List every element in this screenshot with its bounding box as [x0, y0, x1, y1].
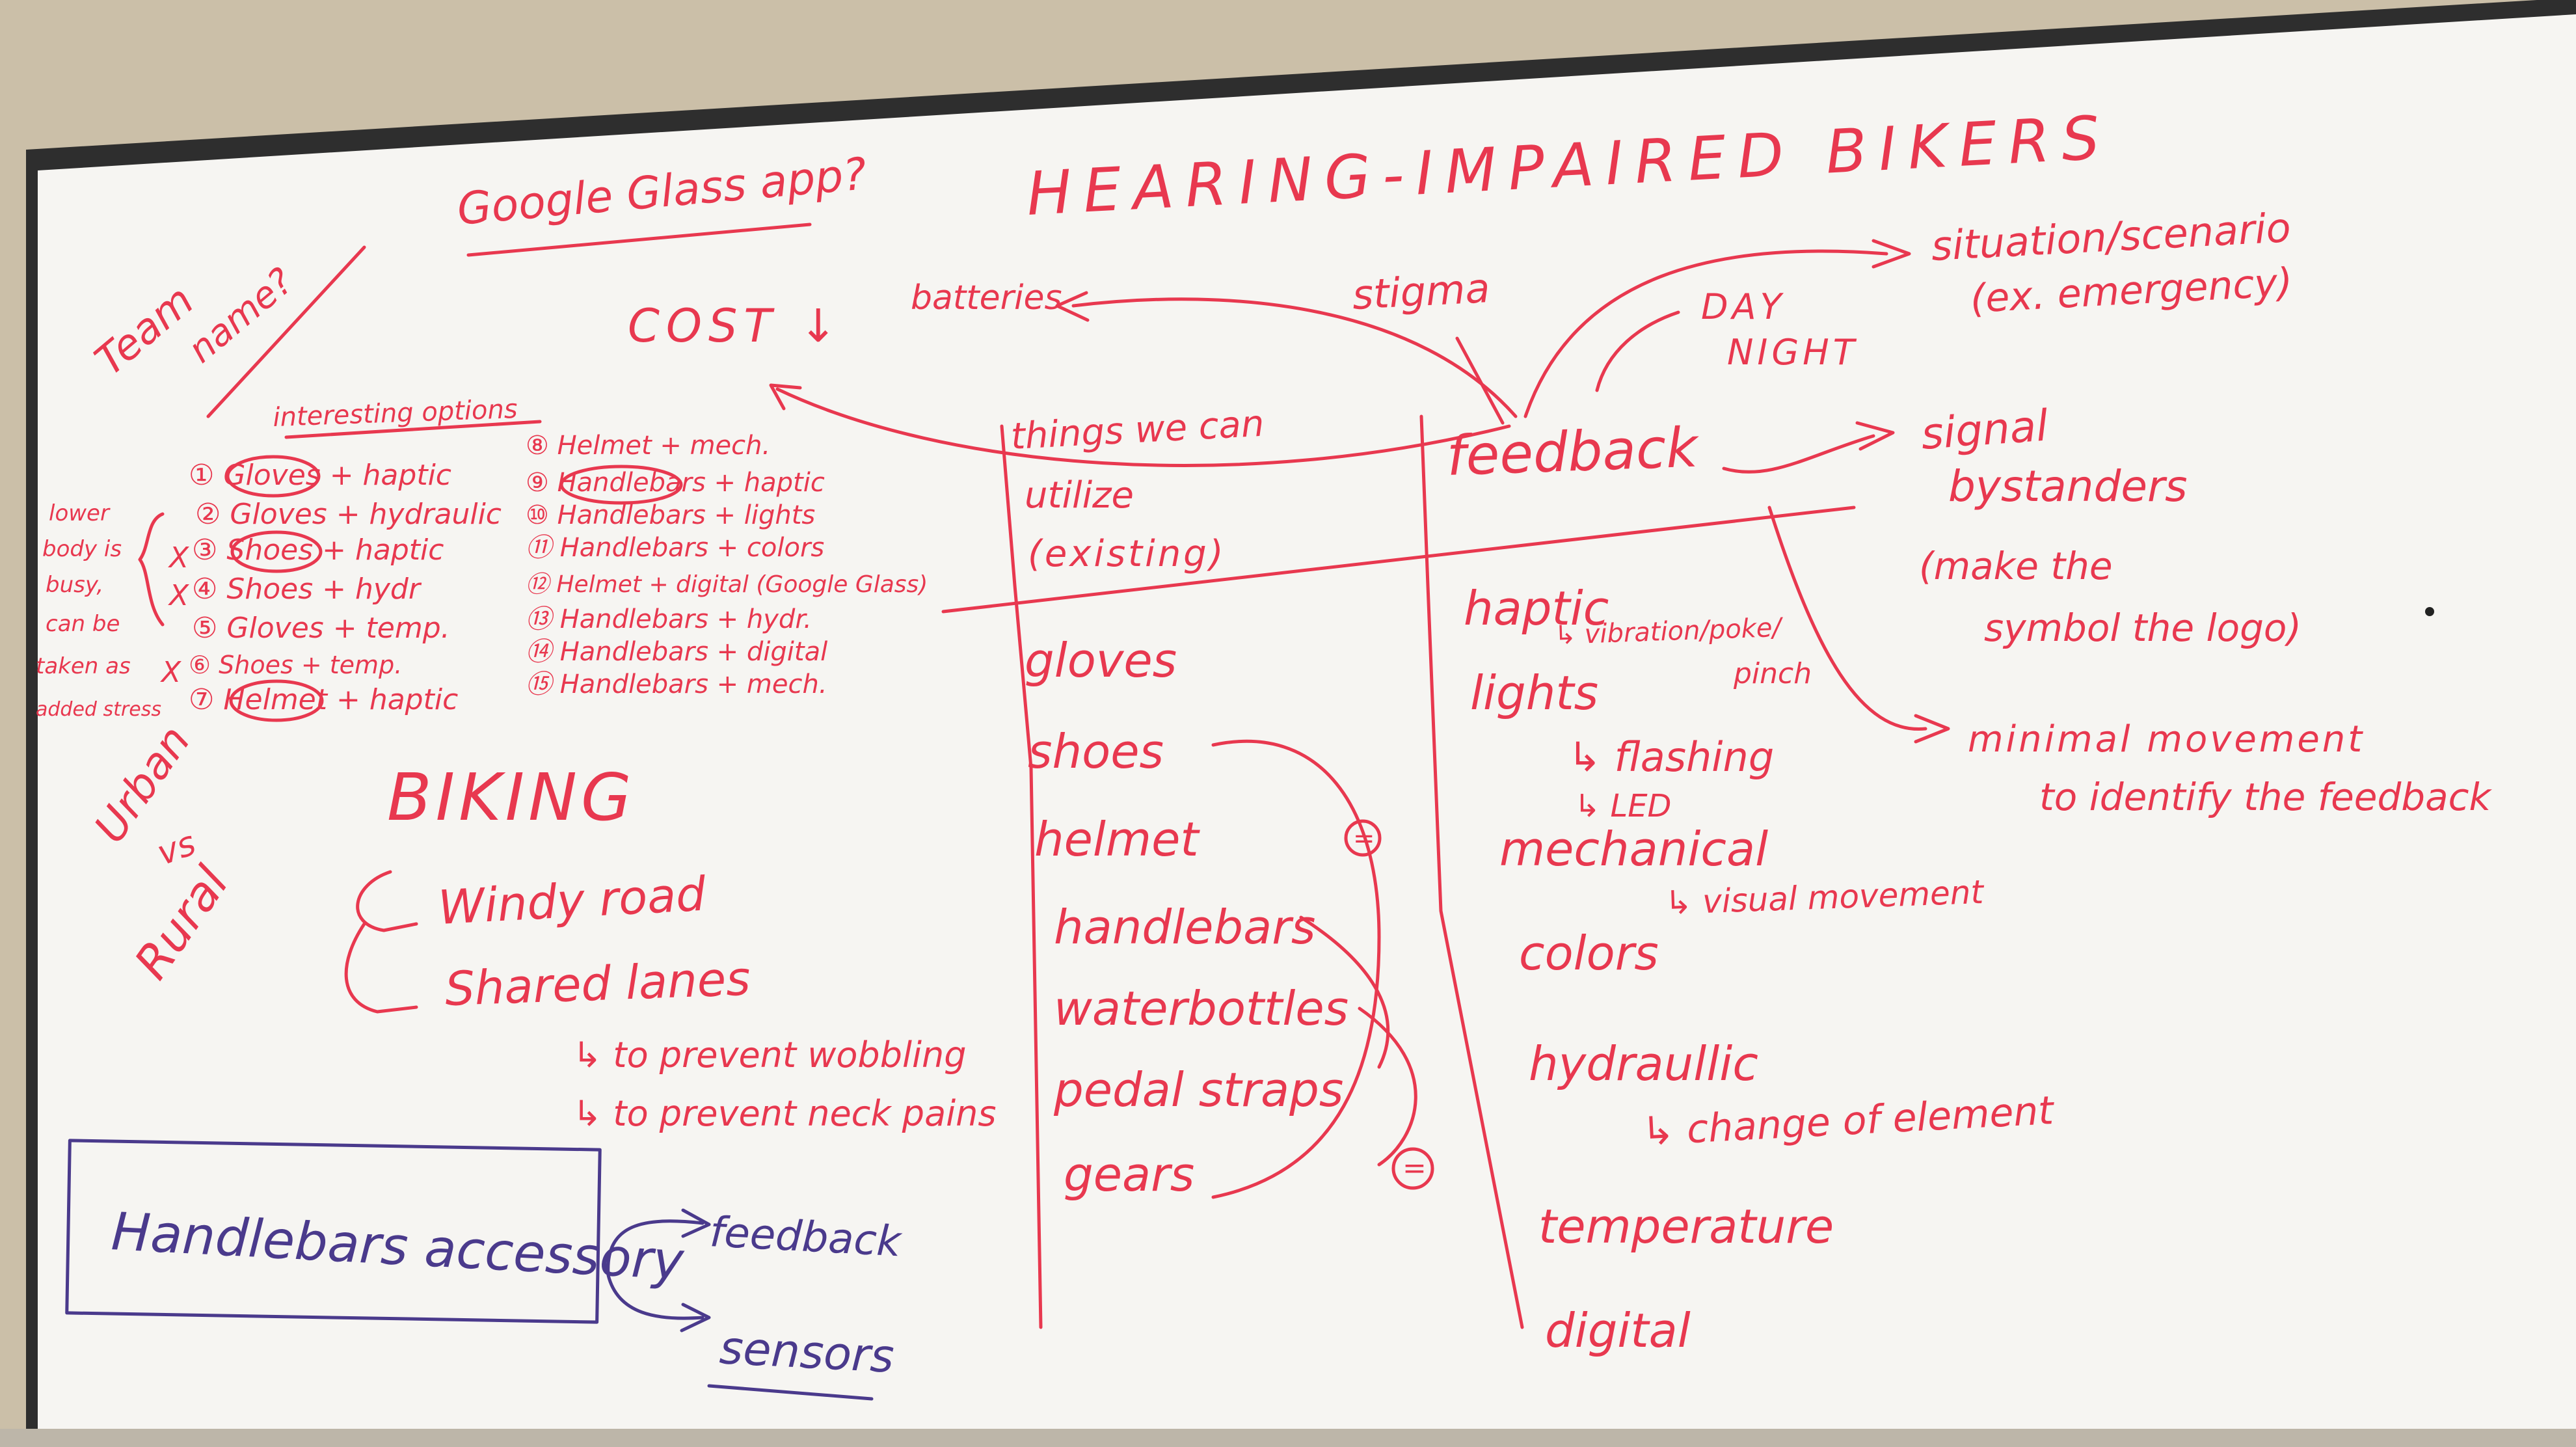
lower-body-line5: taken as — [36, 653, 131, 679]
x-mark-3: X — [160, 656, 181, 689]
option-4: ④ Shoes + hydr — [192, 573, 422, 606]
thing-pedal-straps: pedal straps — [1053, 1062, 1343, 1117]
things-list: gloves shoes helmet handlebars waterbott… — [1025, 633, 1348, 1202]
thing-handlebars: handlebars — [1054, 900, 1315, 954]
option-2: ② Gloves + hydraulic — [195, 498, 502, 531]
pinch-note: pinch — [1733, 657, 1812, 690]
option-11: ⑪ Handlebars + colors — [526, 533, 824, 563]
feedback-header: feedback — [1445, 415, 1700, 488]
options-brace — [138, 512, 165, 627]
x-mark-2: X — [168, 579, 189, 612]
option-15: ⑮ Handlebars + mech. — [526, 669, 827, 699]
lower-body-line1: lower — [49, 500, 111, 526]
led-note: ↳ LED — [1574, 788, 1672, 824]
sensors-underline — [707, 1384, 874, 1401]
accessory-sensors: sensors — [718, 1321, 895, 1383]
prevent-neck-pains: ↳ to prevent neck pains — [572, 1093, 997, 1134]
minimal-movement-line2: to identify the feedback — [2039, 775, 2493, 819]
thing-shoes: shoes — [1028, 724, 1164, 779]
option-14: ⑭ Handlebars + digital — [526, 637, 827, 667]
option-3: ③ Shoes + haptic — [192, 534, 444, 567]
table-lines — [941, 414, 1856, 1329]
feedback-digital: digital — [1545, 1303, 1691, 1358]
minimal-movement-line1: minimal movement — [1968, 718, 2365, 761]
option-6: ⑥ Shoes + temp. — [189, 651, 402, 679]
thing-helmet: helmet — [1034, 812, 1200, 867]
lower-body-note: lower body is busy, can be taken as adde… — [36, 500, 161, 721]
feedback-arrows — [769, 239, 1950, 744]
option-13: ⑬ Handlebars + hydr. — [526, 604, 812, 634]
google-glass-underline — [466, 223, 812, 257]
option-10: ⑩ Handlebars + lights — [526, 500, 815, 530]
team-name-slash — [206, 245, 366, 418]
equal-mark-1: = — [1353, 824, 1375, 854]
accessory-feedback: feedback — [708, 1208, 904, 1266]
thing-gloves: gloves — [1025, 633, 1177, 688]
night-note: NIGHT — [1727, 332, 1858, 373]
options-col2: ⑧ Helmet + mech. ⑨ Handlebars + haptic ⑩… — [526, 431, 928, 699]
options-col1: ① Gloves + haptic ② Gloves + hydraulic ③… — [189, 459, 502, 716]
feedback-lights: lights — [1470, 666, 1598, 720]
biking-tree — [344, 870, 418, 1014]
things-header-line3: (existing) — [1028, 533, 1226, 575]
board-tray — [0, 1429, 2576, 1447]
make-symbol-line2: symbol the logo) — [1984, 606, 2301, 650]
batteries-note: batteries — [911, 278, 1062, 318]
option-12: ⑫ Helmet + digital (Google Glass) — [526, 571, 928, 598]
feedback-haptic: haptic — [1464, 581, 1609, 636]
stigma-note: stigma — [1351, 264, 1491, 319]
biking-heading: BIKING — [387, 759, 635, 835]
cost-note: COST ↓ — [628, 299, 844, 353]
whiteboard-surface — [38, 14, 2576, 1447]
feedback-list: haptic lights mechanical colors hydraull… — [1464, 581, 1834, 1358]
option-x-marks: X X X — [160, 541, 189, 689]
feedback-mechanical: mechanical — [1499, 822, 1768, 876]
option-8: ⑧ Helmet + mech. — [526, 431, 770, 461]
feedback-temperature: temperature — [1538, 1199, 1834, 1254]
signal-line2: bystanders — [1948, 461, 2188, 511]
feedback-colors: colors — [1519, 926, 1659, 980]
equal-mark-2: = — [1402, 1152, 1427, 1185]
prevent-wobbling: ↳ to prevent wobbling — [572, 1035, 967, 1075]
make-symbol-line1: (make the — [1919, 544, 2113, 588]
option-9: ⑨ Handlebars + haptic — [526, 468, 825, 498]
lower-body-line3: busy, — [46, 572, 103, 598]
shared-lanes: Shared lanes — [444, 951, 751, 1016]
accessory-arrows — [606, 1208, 711, 1332]
option-5: ⑤ Gloves + temp. — [192, 612, 450, 645]
x-mark-1: X — [168, 541, 189, 575]
thing-gears: gears — [1064, 1147, 1194, 1202]
feedback-hydraullic: hydraullic — [1529, 1036, 1758, 1091]
lower-body-line6: added stress — [36, 698, 161, 721]
lower-body-line4: can be — [46, 611, 120, 637]
things-header-line2: utilize — [1025, 474, 1134, 517]
day-note: DAY — [1701, 286, 1786, 327]
thing-waterbottles: waterbottles — [1054, 981, 1348, 1036]
lower-body-line2: body is — [42, 536, 122, 562]
accessory-box — [65, 1139, 602, 1324]
interesting-options-underline — [284, 420, 542, 439]
things-connectors — [1211, 740, 1434, 1199]
signal-line1: signal — [1920, 400, 2050, 459]
board-dot — [2425, 607, 2434, 616]
flashing-note: ↳ flashing — [1568, 733, 1774, 781]
option-circles — [226, 455, 683, 722]
